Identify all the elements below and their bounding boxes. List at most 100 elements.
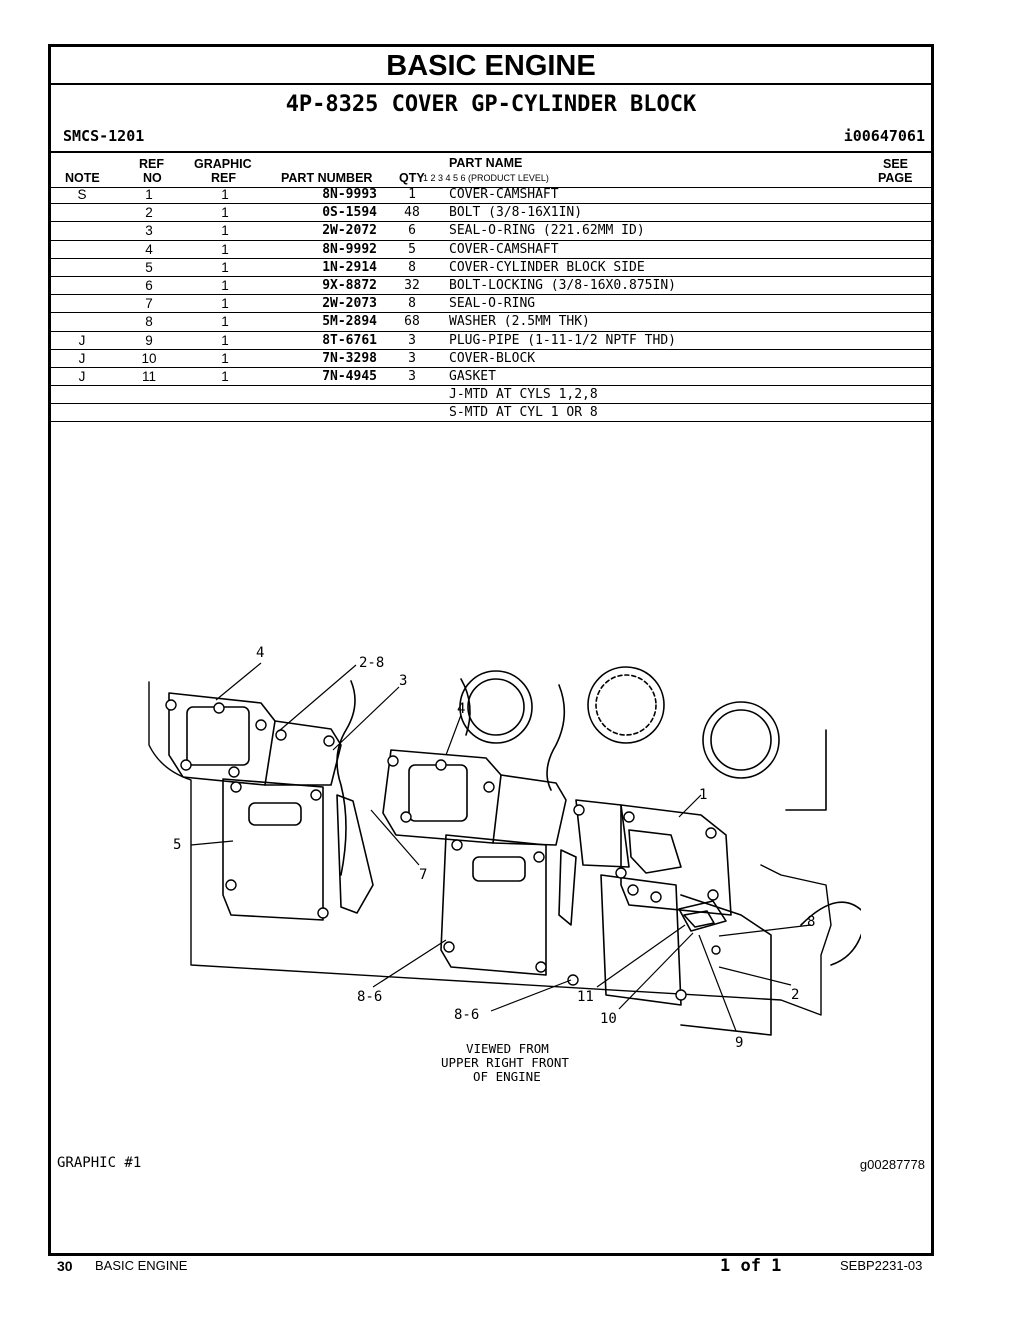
illustration-id: i00647061 (843, 127, 925, 145)
cell-ref-no: 7 (145, 296, 153, 312)
table-row: 8 1 5M-2894 68 WASHER (2.5MM THK) (51, 313, 931, 332)
callout-9: 9 (735, 1035, 743, 1051)
group-title: 4P-8325 COVER GP-CYLINDER BLOCK (285, 92, 697, 117)
cell-ref-no: 11 (141, 368, 156, 384)
header-part-name: PART NAME (449, 156, 523, 170)
cell-note: S (77, 187, 87, 202)
cell-graphic-ref: 1 (221, 277, 229, 293)
cell-part-name: SEAL-O-RING (449, 296, 536, 312)
cell-ref-no: 8 (145, 314, 153, 330)
cell-part-name: GASKET (449, 368, 496, 384)
cell-part-name: BOLT-LOCKING (3/8-16X0.875IN) (449, 277, 676, 293)
table-row: J-MTD AT CYLS 1,2,8 (51, 386, 931, 405)
footer-page-of: 1 of 1 (720, 1256, 782, 1276)
cell-part-number: 8N-9993 (322, 187, 377, 202)
cell-part-name: COVER-BLOCK (449, 350, 536, 366)
table-row: 7 1 2W-2073 8 SEAL-O-RING (51, 295, 931, 314)
callout-7: 7 (419, 867, 427, 883)
caption-line-1: VIEWED FROM (466, 1041, 549, 1056)
cell-qty: 8 (408, 296, 416, 312)
cell-note: J (78, 350, 86, 366)
callout-2-8: 2-8 (359, 655, 384, 671)
cell-qty: 3 (408, 368, 416, 384)
table-row: S-MTD AT CYL 1 OR 8 (51, 404, 931, 423)
cell-qty: 32 (404, 277, 420, 293)
cell-part-number: 8T-6761 (322, 332, 377, 348)
cell-ref-no: 4 (145, 241, 153, 257)
caption-line-2: UPPER RIGHT FRONT (441, 1055, 569, 1070)
cell-graphic-ref: 1 (221, 314, 229, 330)
footer-section: BASIC ENGINE (95, 1258, 188, 1273)
cell-graphic-ref: 1 (221, 368, 229, 384)
cell-part-name: SEAL-O-RING (221.62MM ID) (449, 223, 645, 239)
cell-part-number: 1N-2914 (322, 259, 377, 275)
cell-part-number: 2W-2073 (322, 296, 377, 312)
engine-illustration: 4 2-8 3 4 1 5 7 8 2 8-6 8-6 11 10 9 VIEW… (148, 645, 861, 1084)
cell-graphic-ref: 1 (221, 350, 229, 366)
cell-ref-no: 1 (145, 187, 153, 202)
cell-part-number: 7N-3298 (322, 350, 377, 366)
cell-part-number: 7N-4945 (322, 368, 377, 384)
callout-11: 11 (577, 989, 594, 1005)
cell-qty: 1 (408, 187, 416, 202)
table-row: 2 1 0S-1594 48 BOLT (3/8-16X1IN) (51, 204, 931, 223)
cell-graphic-ref: 1 (221, 223, 229, 239)
cell-qty: 8 (408, 259, 416, 275)
cell-graphic-ref: 1 (221, 259, 229, 275)
header-product-level: 1 2 3 4 5 6 (PRODUCT LEVEL) (423, 173, 549, 183)
cell-ref-no: 2 (145, 205, 153, 221)
cell-part-number: 0S-1594 (322, 205, 377, 221)
cell-ref-no: 10 (141, 350, 157, 366)
cell-part-name: S-MTD AT CYL 1 OR 8 (449, 405, 598, 421)
cell-qty: 68 (404, 314, 420, 330)
section-title: BASIC ENGINE (51, 47, 931, 85)
header-part-number: PART NUMBER (281, 171, 373, 185)
footer-page-number: 30 (57, 1258, 73, 1274)
cell-qty: 48 (404, 205, 420, 221)
cell-part-name: PLUG-PIPE (1-11-1/2 NPTF THD) (449, 332, 676, 348)
caption-line-3: OF ENGINE (473, 1069, 541, 1084)
cell-part-name: COVER-CAMSHAFT (449, 187, 559, 202)
header-qty: QTY (399, 171, 425, 185)
cell-part-name: BOLT (3/8-16X1IN) (449, 205, 583, 221)
table-row: 6 1 9X-8872 32 BOLT-LOCKING (3/8-16X0.875IN) (51, 277, 931, 296)
header-graphic-bottom: REF (211, 171, 236, 185)
cell-part-number: 2W-2072 (322, 223, 377, 239)
callout-8: 8 (807, 914, 815, 930)
header-see-bottom: PAGE (878, 171, 913, 185)
cell-part-number: 9X-8872 (322, 277, 377, 293)
cell-graphic-ref: 1 (221, 296, 229, 312)
cell-part-number: 5M-2894 (322, 314, 377, 330)
header-note: NOTE (65, 171, 100, 185)
cell-ref-no: 9 (145, 332, 153, 348)
parts-page-frame: BASIC ENGINE 4P-8325 COVER GP-CYLINDER B… (48, 44, 934, 1256)
callout-3: 3 (399, 673, 407, 689)
cell-qty: 3 (408, 332, 416, 348)
callout-4a: 4 (256, 645, 264, 661)
cell-ref-no: 6 (145, 277, 153, 293)
cell-graphic-ref: 1 (221, 332, 229, 348)
cell-part-name: COVER-CYLINDER BLOCK SIDE (449, 259, 645, 275)
table-row: 3 1 2W-2072 6 SEAL-O-RING (221.62MM ID) (51, 222, 931, 241)
smcs-code: SMCS-1201 (63, 127, 145, 145)
cell-note: J (78, 332, 86, 348)
table-row: J 9 1 8T-6761 3 PLUG-PIPE (1-11-1/2 NPTF THD) (51, 332, 931, 350)
table-header: NOTE REF NO GRAPHIC REF PART NUMBER QTY … (51, 151, 931, 188)
callout-1: 1 (699, 787, 707, 803)
callout-4b: 4 (457, 701, 465, 717)
cell-part-name: WASHER (2.5MM THK) (449, 314, 590, 330)
callout-8-6a: 8-6 (357, 989, 382, 1005)
cell-qty: 5 (408, 241, 416, 257)
cell-graphic-ref: 1 (221, 241, 229, 257)
callout-2: 2 (791, 987, 799, 1003)
cell-qty: 6 (408, 223, 416, 239)
cell-part-name: J-MTD AT CYLS 1,2,8 (449, 387, 598, 403)
callout-5: 5 (173, 837, 181, 853)
header-ref-bottom: NO (143, 171, 162, 185)
cell-graphic-ref: 1 (221, 205, 229, 221)
cell-ref-no: 3 (145, 223, 153, 239)
